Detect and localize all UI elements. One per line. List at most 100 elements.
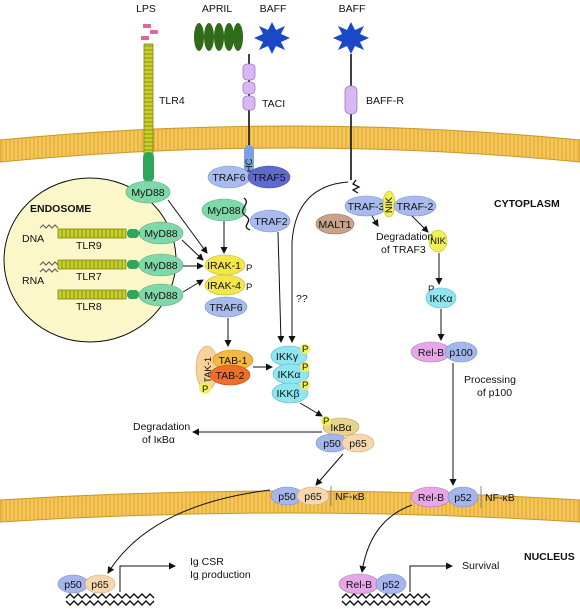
svg-text:MyD88: MyD88 xyxy=(207,205,240,217)
irak1-phospho: P xyxy=(246,263,252,274)
ikkg-phospho: P xyxy=(302,344,308,355)
ikkb-phospho-dot xyxy=(300,380,310,390)
cleavage-icon-baffr xyxy=(351,179,361,194)
ikk-alpha: IKKα xyxy=(272,363,310,385)
myd88-tlr4: MyD88 xyxy=(125,180,171,204)
svg-text:TRAF2: TRAF2 xyxy=(254,216,287,228)
taci-label: TACI xyxy=(262,98,285,110)
tlr4-receptor-icon xyxy=(143,43,154,182)
transcription-arrow-noncanonical xyxy=(409,562,453,592)
nfkb-label-canonical: NF-κB xyxy=(335,491,365,503)
svg-text:IKKβ: IKKβ xyxy=(277,388,300,400)
svg-text:NIK: NIK xyxy=(384,197,395,214)
tab1: TAB-1 xyxy=(212,349,254,371)
svg-text:IKKα: IKKα xyxy=(430,293,453,305)
traf3: TRAF-3 xyxy=(344,195,388,217)
p65-cytoplasm: p65 xyxy=(341,433,375,453)
myd88-taci: MyD88 xyxy=(201,198,247,222)
degradation-traf3-line1: Degradation xyxy=(376,231,433,243)
baffr-receptor-icon xyxy=(344,54,358,180)
pathway-arrows xyxy=(107,181,457,574)
tlr8-receptor-icon xyxy=(57,289,139,300)
degradation-ikba-line2: of IκBα xyxy=(142,434,175,446)
nik-small: NIK xyxy=(382,190,396,218)
p50-nfkb-canonical: p50 xyxy=(270,486,304,506)
tlr4-label: TLR4 xyxy=(159,95,185,107)
svg-text:TRAF6: TRAF6 xyxy=(209,302,242,314)
svg-text:IRAK-1: IRAK-1 xyxy=(207,260,241,272)
svg-text:MyD88: MyD88 xyxy=(131,187,164,199)
svg-text:MALT1: MALT1 xyxy=(318,219,351,231)
svg-text:Rel-B: Rel-B xyxy=(418,347,444,359)
nucleus-label: NUCLEUS xyxy=(524,551,575,563)
irak1: IRAK-1 xyxy=(204,254,246,276)
myd88-tlr8: MyD88 xyxy=(138,283,184,307)
tak1-phospho: P xyxy=(202,384,208,395)
myd88-tlr9: MyD88 xyxy=(138,221,184,245)
tlr7-receptor-icon xyxy=(57,259,139,270)
dna-helix-icon-canonical-2 xyxy=(65,600,155,606)
ikba-phospho: P xyxy=(323,416,329,427)
svg-text:p100: p100 xyxy=(449,347,473,359)
dna-helix-icon-noncanonical xyxy=(341,593,431,599)
dna-label: DNA xyxy=(22,233,44,245)
svg-text:Rel-B: Rel-B xyxy=(346,579,372,591)
processing-line1: Processing xyxy=(464,374,516,386)
tak1-phospho-dot xyxy=(199,382,211,394)
p50-nucleus: p50 xyxy=(57,574,89,594)
thc-label: THC xyxy=(244,158,255,178)
rna-strand-icon-1 xyxy=(39,261,59,266)
tlr8-label: TLR8 xyxy=(76,301,102,313)
rna-strand-icon-2 xyxy=(39,268,59,273)
ikkg-phospho-dot xyxy=(300,344,310,354)
svg-text:p52: p52 xyxy=(382,579,400,591)
svg-text:TAB-1: TAB-1 xyxy=(219,355,248,367)
relb-nucleus: Rel-B xyxy=(338,573,380,595)
traf5: TRAF5 xyxy=(247,165,291,189)
survival-label: Survival xyxy=(462,560,499,572)
tlr9-receptor-icon xyxy=(57,228,139,239)
p65-nucleus: p65 xyxy=(84,574,116,594)
ligand-lps: LPS xyxy=(136,3,156,15)
ikka-nik-phospho: P xyxy=(428,284,434,295)
svg-text:TRAF-2: TRAF-2 xyxy=(397,201,434,213)
ikba-phospho-dot xyxy=(321,416,331,426)
relb-nfkb-noncanonical: Rel-B xyxy=(410,486,452,508)
svg-text:p50: p50 xyxy=(278,491,296,503)
ikk-gamma: IKKγ xyxy=(270,345,308,367)
ikka-phospho: P xyxy=(302,362,308,373)
nik: NIK xyxy=(428,229,448,253)
cytoplasm-label: CYTOPLASM xyxy=(494,198,560,210)
rna-label: RNA xyxy=(22,275,44,287)
svg-text:TRAF6: TRAF6 xyxy=(212,172,245,184)
svg-text:TAB-2: TAB-2 xyxy=(216,370,245,382)
degradation-ikba-line1: Degradation xyxy=(133,421,190,433)
lps-molecule-icon xyxy=(141,24,158,40)
baff-molecule-icon-2 xyxy=(333,22,369,54)
ligand-april: APRIL xyxy=(202,3,233,15)
svg-text:p65: p65 xyxy=(349,438,367,450)
p52-nfkb-noncanonical: p52 xyxy=(447,486,479,508)
svg-text:p65: p65 xyxy=(304,491,322,503)
svg-text:IRAK-4: IRAK-4 xyxy=(207,280,241,292)
irak4: IRAK-4 xyxy=(204,274,246,296)
traf6-taci: TRAF6 xyxy=(207,165,251,189)
nfkb-label-noncanonical: NF-κB xyxy=(485,492,515,504)
processing-line2: of p100 xyxy=(477,387,512,399)
svg-text:IKKα: IKKα xyxy=(278,369,301,381)
p52-nucleus: p52 xyxy=(375,573,407,595)
svg-text:NIK: NIK xyxy=(430,236,447,247)
irak4-phospho: P xyxy=(246,282,252,293)
baffr-label: BAFF-R xyxy=(366,95,404,107)
ikkb-phospho: P xyxy=(302,380,308,391)
tab2: TAB-2 xyxy=(209,364,251,386)
degradation-traf3-line2: of TRAF3 xyxy=(381,244,426,256)
ligand-baff-1: BAFF xyxy=(260,3,287,15)
april-molecule-icon xyxy=(194,23,243,51)
ligand-baff-2: BAFF xyxy=(339,3,366,15)
svg-text:IκBα: IκBα xyxy=(330,422,351,434)
svg-text:TAK-1: TAK-1 xyxy=(203,357,214,383)
cleavage-icon-taci xyxy=(241,197,251,231)
endosome-label: ENDOSOME xyxy=(30,203,91,215)
